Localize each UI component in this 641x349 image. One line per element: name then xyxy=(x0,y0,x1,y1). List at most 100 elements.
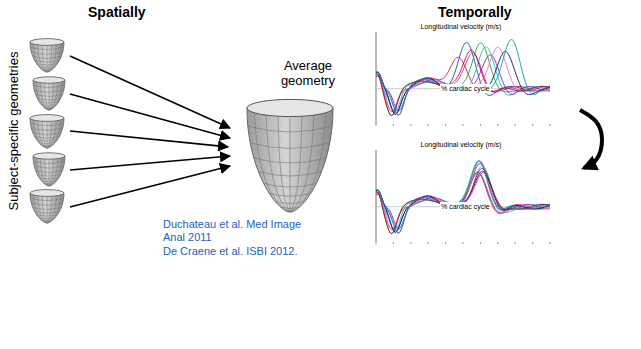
axis-title: Longitudinal velocity (m/s) xyxy=(368,140,554,149)
mesh-line xyxy=(266,113,290,212)
mesh-line xyxy=(47,43,61,72)
velocity-curve xyxy=(376,161,550,233)
heart-surface xyxy=(30,118,64,148)
tick xyxy=(445,124,446,126)
tick xyxy=(515,242,516,244)
heart-surface xyxy=(30,193,64,223)
mesh-line xyxy=(33,43,47,72)
mesh-line xyxy=(290,113,314,212)
alignment-arrow xyxy=(70,131,228,147)
heart-surface xyxy=(33,156,65,186)
mesh-line xyxy=(38,120,47,148)
velocity-curve xyxy=(376,173,550,233)
axis-label: % cardiac cycle xyxy=(440,202,491,211)
heart-opening xyxy=(30,115,64,122)
arrow xyxy=(70,94,230,138)
mesh-line xyxy=(47,120,56,148)
heart-surface xyxy=(30,42,64,72)
mesh-line xyxy=(49,84,50,110)
tick xyxy=(410,124,411,126)
heart-opening xyxy=(247,99,333,116)
line-chart xyxy=(368,22,554,130)
mesh-line xyxy=(36,81,49,110)
mesh-line xyxy=(278,115,290,212)
citation: De Craene et al. ISBI 2012. xyxy=(163,245,323,258)
heart-mesh xyxy=(33,153,65,186)
velocity-curve xyxy=(376,47,550,112)
mesh-line xyxy=(290,118,291,212)
tick xyxy=(428,242,429,244)
mesh-line xyxy=(49,157,62,186)
converging-arrows xyxy=(70,56,230,207)
mesh-line xyxy=(45,83,49,110)
velocity-curve xyxy=(376,52,550,114)
velocity-curve xyxy=(376,47,550,111)
tick xyxy=(463,242,464,244)
tick xyxy=(480,242,481,244)
y-axis xyxy=(376,150,377,242)
mesh-line xyxy=(33,119,47,148)
velocity-curve xyxy=(376,173,550,229)
node-heading: Average geometry xyxy=(272,58,344,88)
mesh-line xyxy=(33,194,47,223)
mesh-line xyxy=(49,158,58,186)
mesh-line xyxy=(47,195,56,223)
tick xyxy=(393,242,394,244)
velocity-chart: Longitudinal velocity (m/s) % cardiac cyc… xyxy=(368,140,554,248)
mesh-line xyxy=(49,81,62,110)
velocity-curve xyxy=(376,53,550,115)
mesh-line xyxy=(38,195,47,223)
mesh-line xyxy=(254,110,290,212)
heart-mesh xyxy=(30,190,64,223)
subject-geometries-group: Subject-specific geometries xyxy=(2,36,70,226)
tick xyxy=(393,124,394,126)
heart-opening xyxy=(30,39,64,46)
velocity-curve xyxy=(376,169,550,234)
velocity-curve xyxy=(376,161,550,233)
tick xyxy=(463,124,464,126)
heart-opening xyxy=(30,190,64,197)
tick xyxy=(532,124,533,126)
line-chart xyxy=(368,140,554,248)
mesh-line xyxy=(47,197,48,223)
mesh-line xyxy=(40,82,49,110)
section-heading: Temporally xyxy=(438,4,512,20)
tick xyxy=(515,124,516,126)
mesh-line xyxy=(49,82,58,110)
y-axis xyxy=(376,32,377,124)
mesh-line xyxy=(38,44,47,72)
heart-mesh xyxy=(30,39,64,72)
velocity-curve xyxy=(376,50,550,115)
tick xyxy=(497,242,498,244)
citation: Duchateau et al. Med Image Anal 2011 xyxy=(163,218,323,244)
mesh-line xyxy=(47,194,61,223)
arrow xyxy=(70,156,230,170)
mesh-line xyxy=(42,45,47,72)
tick xyxy=(532,242,533,244)
axis-label: % cardiac cycle xyxy=(440,84,491,93)
tick xyxy=(376,124,377,126)
mesh-line xyxy=(290,110,326,212)
tick xyxy=(376,242,377,244)
section-heading: Spatially xyxy=(88,4,146,20)
heart-opening xyxy=(33,77,65,83)
mesh-line xyxy=(40,158,49,186)
velocity-chart: Longitudinal velocity (m/s)% cardiac cyc… xyxy=(368,22,554,130)
mesh-line xyxy=(47,122,48,148)
mesh-line xyxy=(49,160,50,186)
mesh-line xyxy=(42,196,47,223)
heart-mesh xyxy=(247,99,333,212)
mesh-line xyxy=(42,121,47,148)
vertical-label: Subject-specific geometries xyxy=(6,52,21,211)
heart-mesh xyxy=(33,77,65,110)
arrow xyxy=(70,166,230,207)
mesh-line xyxy=(45,159,49,186)
velocity-curve xyxy=(376,55,550,111)
mesh-line xyxy=(47,46,48,72)
tick xyxy=(445,242,446,244)
mesh-line xyxy=(290,115,302,212)
heart-opening xyxy=(33,153,65,159)
arrow xyxy=(70,56,230,128)
